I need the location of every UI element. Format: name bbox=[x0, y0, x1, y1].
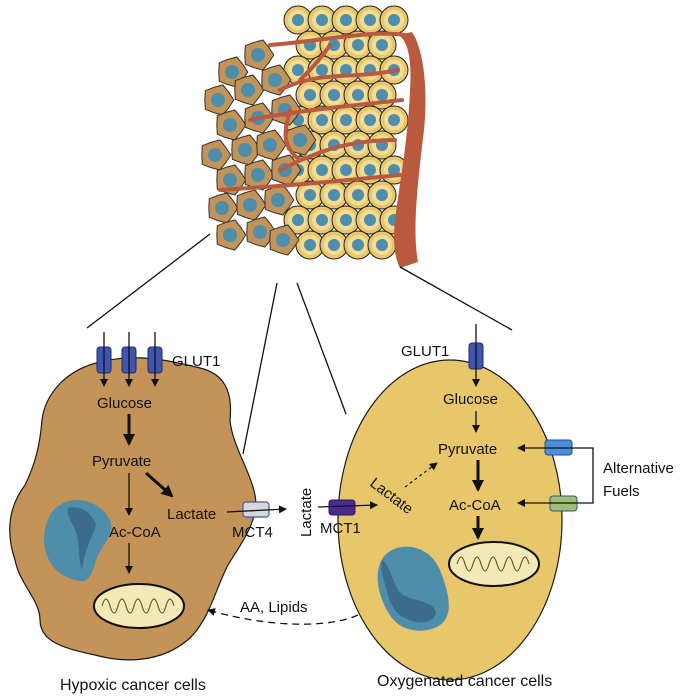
hypoxic-accoa-label: Ac-CoA bbox=[109, 524, 161, 541]
oxygenated-tissue-cell bbox=[367, 30, 397, 60]
oxygenated-pyruvate-label: Pyruvate bbox=[438, 441, 497, 458]
blood-vessel-branch bbox=[278, 68, 400, 92]
oxygenated-tissue-cell bbox=[295, 180, 325, 210]
oxygenated-tissue-cell bbox=[343, 180, 373, 210]
hypoxic-pyruvate-label: Pyruvate bbox=[92, 453, 151, 470]
oxygenated-tissue-cell bbox=[283, 5, 313, 35]
blood-vessel-branch bbox=[248, 98, 404, 122]
oxygenated-tissue-cell bbox=[319, 230, 349, 260]
aa-lipids-dashed-arrow bbox=[207, 608, 359, 625]
aa-lipids-label: AA, Lipids bbox=[240, 599, 308, 616]
alternative-fuels-bracket bbox=[585, 447, 594, 504]
blood-vessel-main bbox=[393, 32, 426, 268]
oxygenated-tissue-cell bbox=[367, 230, 397, 260]
tumor-tissue-illustration bbox=[201, 5, 426, 268]
hypoxic-tissue-cell bbox=[234, 74, 265, 106]
oxygenated-tissue-cell bbox=[343, 130, 373, 160]
blood-vessel-branch bbox=[268, 31, 407, 47]
hypoxic-lactate-label: Lactate bbox=[167, 506, 216, 523]
hypoxic-tissue-cell bbox=[204, 84, 235, 116]
oxygenated-nucleus-shade bbox=[381, 560, 436, 623]
oxygenated-tissue-cell bbox=[379, 105, 409, 135]
lactate-to-pyruvate-dashed-arrow bbox=[404, 462, 438, 488]
hypoxic-glucose-label: Glucose bbox=[97, 395, 152, 412]
zoom-lines bbox=[86, 233, 513, 455]
alternative-fuels-label-line1: Alternative bbox=[603, 460, 674, 477]
hypoxic-glut1-label: GLUT1 bbox=[172, 353, 220, 370]
hypoxic-tissue-cell bbox=[216, 109, 247, 141]
hypoxic-tissue-cell bbox=[246, 216, 277, 248]
oxygenated-tissue-cell bbox=[367, 130, 397, 160]
lactate-export-arrow bbox=[226, 505, 287, 514]
hypoxic-tissue-cell bbox=[201, 139, 232, 171]
pyruvate-to-lactate-arrow bbox=[145, 471, 174, 498]
hypoxic-tissue-cell bbox=[264, 184, 295, 216]
oxygenated-tissue-cell bbox=[283, 205, 313, 235]
lactate-import-arrow bbox=[317, 501, 378, 510]
oxygenated-tissue-cell bbox=[331, 5, 361, 35]
blood-vessel-branch bbox=[218, 173, 402, 192]
oxygenated-mitochondrion bbox=[448, 541, 540, 587]
hypoxic-tissue-cell bbox=[216, 219, 247, 251]
oxygenated-caption: Oxygenated cancer cells bbox=[377, 673, 552, 690]
oxygenated-tissue-cell bbox=[295, 80, 325, 110]
oxygenated-tissue-cell bbox=[295, 230, 325, 260]
oxygenated-glut1-label: GLUT1 bbox=[401, 343, 449, 360]
oxygenated-tissue-cell bbox=[343, 80, 373, 110]
oxygenated-tissue-cell bbox=[343, 230, 373, 260]
oxygenated-glucose-label: Glucose bbox=[443, 391, 498, 408]
oxygenated-accoa-label: Ac-CoA bbox=[449, 497, 501, 514]
extracellular-lactate-label: Lactate bbox=[298, 488, 315, 537]
hypoxic-tissue-cell bbox=[208, 192, 239, 224]
hypoxic-caption: Hypoxic cancer cells bbox=[60, 677, 206, 694]
oxygenated-cell-body bbox=[337, 359, 563, 681]
hypoxic-mitochondrion bbox=[93, 583, 185, 629]
mct1-label: MCT1 bbox=[320, 520, 361, 537]
hypoxic-nucleus-shade bbox=[67, 507, 96, 570]
oxygenated-tissue-cell bbox=[355, 105, 385, 135]
mct1-transporter bbox=[328, 499, 356, 516]
hypoxic-tissue-cell bbox=[256, 129, 287, 161]
oxygenated-tissue-cell bbox=[307, 205, 337, 235]
mct4-label: MCT4 bbox=[232, 524, 273, 541]
blood-vessel-branch bbox=[283, 108, 302, 162]
oxygenated-tissue-cell bbox=[307, 105, 337, 135]
alternative-fuels-label-line2: Fuels bbox=[603, 483, 640, 500]
oxygenated-tissue-cell bbox=[331, 205, 361, 235]
hypoxic-tissue-cell bbox=[269, 224, 300, 256]
oxygenated-tissue-cell bbox=[319, 180, 349, 210]
hypoxic-tissue-cell bbox=[236, 189, 267, 221]
oxygenated-tissue-cell bbox=[307, 155, 337, 185]
oxygenated-tissue-cell bbox=[319, 80, 349, 110]
oxygenated-tissue-cell bbox=[355, 205, 385, 235]
hypoxic-nucleus bbox=[44, 500, 112, 582]
blood-vessel-branch bbox=[278, 138, 397, 172]
oxygenated-tissue-cell bbox=[379, 5, 409, 35]
oxygenated-tissue-cell bbox=[307, 5, 337, 35]
oxygenated-tissue-cell bbox=[331, 105, 361, 135]
hypoxic-glucose-uptake-arrows bbox=[100, 332, 159, 387]
hypoxic-tissue-cell bbox=[244, 39, 275, 71]
oxygenated-tissue-cell bbox=[331, 155, 361, 185]
blood-vessel-branch bbox=[298, 43, 332, 82]
oxygenated-tissue-cell bbox=[367, 180, 397, 210]
hypoxic-tissue-cell bbox=[231, 134, 262, 166]
